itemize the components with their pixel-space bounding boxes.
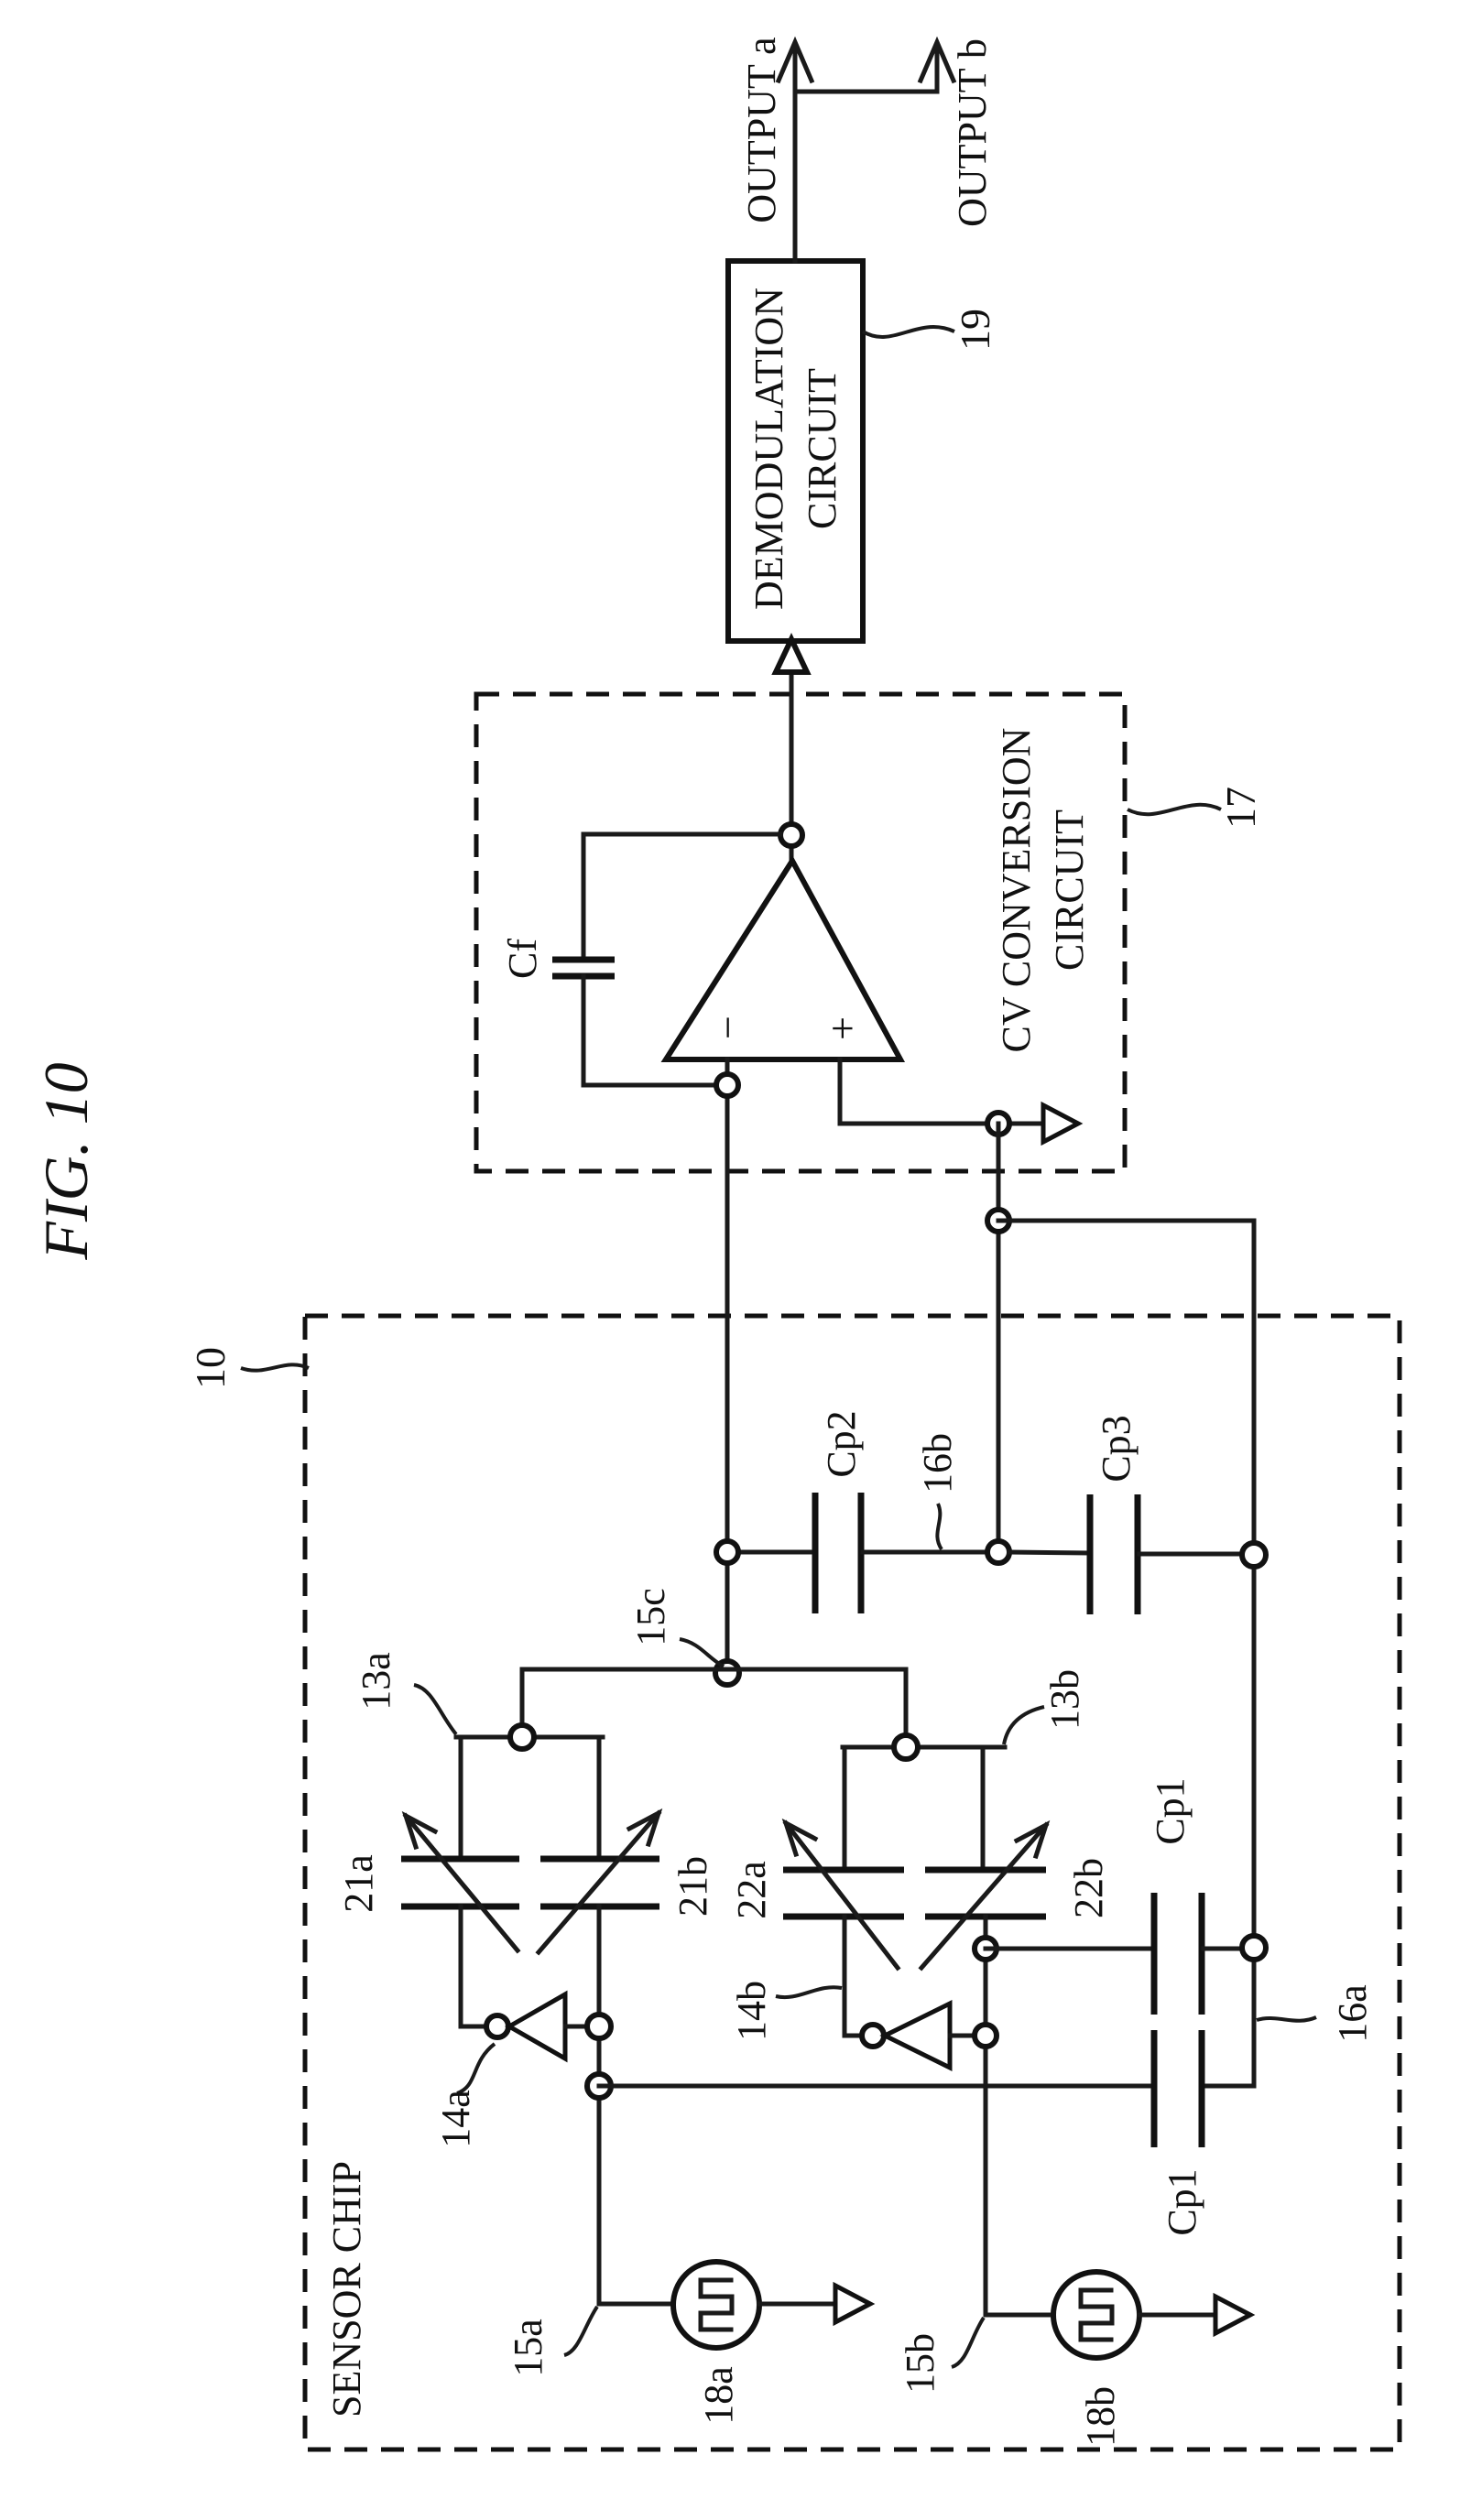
label-15b: 15b (898, 2333, 943, 2394)
inv14a-triangle (504, 1990, 568, 2063)
leader-19 (861, 325, 955, 339)
label-cp1-lower: Cp1 (1160, 2168, 1204, 2235)
cap22a-variable-arrow (782, 1819, 901, 1971)
feedback-wire-top (581, 831, 783, 962)
cap21a-arrowhead (401, 1810, 439, 1851)
cap22b-arrowhead (1013, 1819, 1051, 1860)
reference-arrowhead (1041, 1101, 1084, 1146)
oscillator-18b (1051, 2269, 1142, 2361)
label-18a: 18a (696, 2366, 741, 2425)
leader-10 (240, 1363, 310, 1373)
label-opamp-minus: − (704, 1016, 751, 1039)
feedback-wire-bottom (581, 973, 719, 1088)
label-21a: 21a (336, 1854, 381, 1913)
oscillator-18a (670, 2259, 762, 2351)
label-output-a: OUTPUT a (739, 37, 784, 223)
label-16b: 16b (915, 1433, 960, 1494)
cp2-cp3-junction-node (985, 1538, 1012, 1566)
demod-input-arrowhead (771, 632, 812, 675)
sensor-chip-box (302, 1313, 1402, 2452)
node-16a (1239, 1933, 1269, 1962)
label-15c: 15c (628, 1588, 673, 1646)
noninverting-input-wire (837, 1057, 990, 1126)
cv-conversion-circuit-box (474, 691, 1128, 1174)
label-ref-19: 19 (952, 309, 998, 351)
label-opamp-plus: + (819, 1016, 866, 1040)
label-sensor-chip: SENSOR CHIP (324, 2161, 369, 2417)
label-cp2: Cp2 (819, 1410, 864, 1477)
cap22b-variable-arrow (918, 1821, 1050, 1971)
leader-14a (456, 2042, 496, 2095)
label-13b: 13b (1042, 1669, 1087, 1730)
right-return-wire-16a (996, 1218, 1257, 2089)
osc18a-waveform-icon (698, 2277, 735, 2332)
label-cv-line1: CV CONVERSION (994, 728, 1039, 1053)
cp3-lead-left (1007, 1549, 1091, 1556)
label-15a: 15a (506, 2319, 550, 2377)
leader-16a (1256, 2015, 1317, 2023)
label-output-b: OUTPUT b (950, 38, 995, 227)
label-demodulation-line1: DEMODULATION (746, 288, 791, 610)
label-cf: Cf (500, 939, 545, 979)
figure-title: FIG. 10 (31, 1062, 101, 1260)
output-b-arrowhead (917, 36, 957, 84)
wire-15c-distribution (519, 1667, 909, 1750)
leader-15a (563, 2305, 599, 2357)
label-22a: 22a (729, 1861, 774, 1919)
cp3-right-node (1239, 1540, 1269, 1570)
inv14b-input-node (972, 2022, 999, 2049)
label-21b: 21b (670, 1856, 715, 1917)
opamp-output-node (778, 821, 805, 849)
label-cv-line2: CIRCUIT (1047, 809, 1092, 971)
node-13b (891, 1732, 921, 1762)
label-16a: 16a (1330, 1984, 1375, 2043)
leader-14b (775, 1985, 843, 2000)
leader-16b (935, 1503, 943, 1551)
leader-15c (679, 1637, 725, 1668)
label-18b: 18b (1078, 2386, 1123, 2447)
label-13a: 13a (354, 1652, 398, 1711)
node-13a (507, 1722, 537, 1752)
cp2-minus-node (714, 1538, 741, 1566)
cap21b-arrowhead (626, 1808, 663, 1848)
leader-13b (1002, 1705, 1045, 1745)
osc18a-arrowhead (833, 2281, 876, 2327)
leader-15b (951, 2316, 986, 2369)
cap22a-arrowhead (781, 1818, 819, 1858)
label-22b: 22b (1066, 1858, 1111, 1918)
label-cp1-upper: Cp1 (1148, 1777, 1193, 1844)
label-14b: 14b (729, 1981, 774, 2041)
output-a-arrowhead (775, 36, 815, 84)
label-ref-10: 10 (187, 1347, 234, 1389)
output-b-wire (792, 41, 940, 94)
feedback-junction-node (714, 1071, 741, 1099)
osc18b-waveform-icon (1078, 2287, 1115, 2342)
osc18b-arrowhead (1213, 2292, 1256, 2338)
leader-13a (413, 1683, 458, 1736)
label-cp3: Cp3 (1094, 1415, 1139, 1482)
cap21b-variable-arrow (535, 1809, 662, 1956)
cap21a-variable-arrow (402, 1812, 521, 1954)
inv14b-triangle (879, 1999, 953, 2072)
leader-17 (1127, 802, 1222, 817)
label-ref-17: 17 (1217, 787, 1264, 829)
opamp-triangle (660, 855, 906, 1062)
label-14a: 14a (433, 2090, 478, 2148)
inv14a-input-node (584, 2012, 614, 2041)
label-demodulation-line2: CIRCUIT (800, 368, 845, 529)
